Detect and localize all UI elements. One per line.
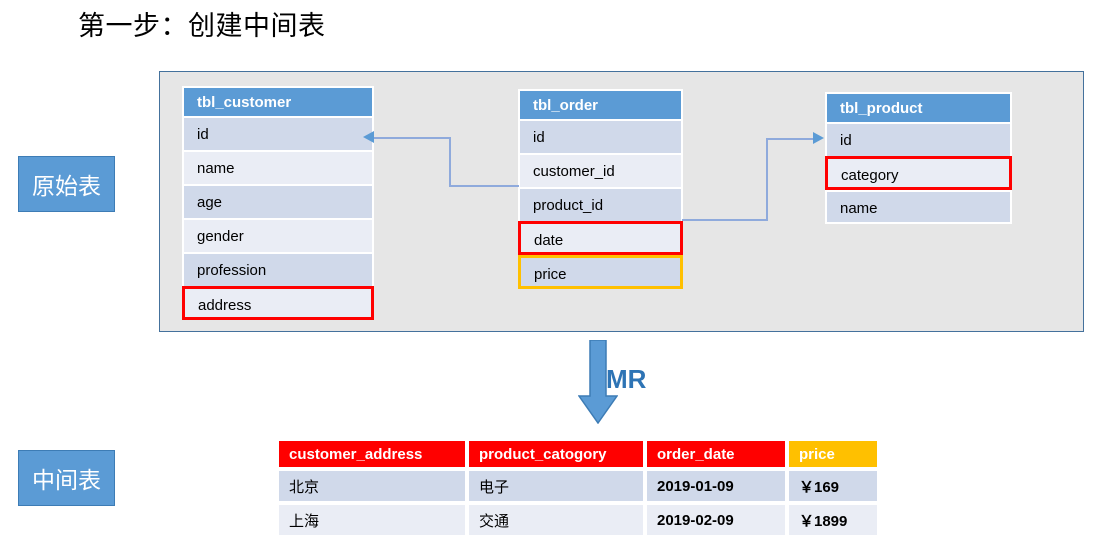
cell-price: ￥169 [787, 469, 879, 503]
field-tbl-order-date[interactable]: date [518, 221, 683, 255]
column-header-product-catogory[interactable]: product_catogory [467, 439, 645, 469]
relation-product-horizontal-top [766, 138, 814, 140]
cell-product-catogory: 电子 [467, 469, 645, 503]
table-row: 上海 交通 2019-02-09 ￥1899 [277, 503, 879, 537]
cell-order-date: 2019-02-09 [645, 503, 787, 537]
source-tables-panel: tbl_customer id name age gender professi… [159, 71, 1084, 332]
stage-label-source: 原始表 [18, 156, 115, 212]
field-tbl-customer-name[interactable]: name [182, 150, 374, 184]
entity-tbl-customer[interactable]: tbl_customer id name age gender professi… [182, 86, 374, 320]
relation-customer-vertical [449, 137, 451, 187]
field-tbl-order-product-id[interactable]: product_id [518, 187, 683, 221]
relation-product-horizontal-bottom [682, 219, 768, 221]
table-header-row: customer_address product_catogory order_… [277, 439, 879, 469]
field-tbl-customer-address[interactable]: address [182, 286, 374, 320]
relation-customer-arrowhead-icon [363, 131, 374, 143]
field-tbl-customer-id[interactable]: id [182, 116, 374, 150]
field-tbl-customer-gender[interactable]: gender [182, 218, 374, 252]
intermediate-result-table: customer_address product_catogory order_… [277, 439, 879, 537]
stage-label-intermediate: 中间表 [18, 450, 115, 506]
column-header-order-date[interactable]: order_date [645, 439, 787, 469]
cell-order-date: 2019-01-09 [645, 469, 787, 503]
field-tbl-product-id[interactable]: id [825, 122, 1012, 156]
cell-customer-address: 上海 [277, 503, 467, 537]
field-tbl-order-id[interactable]: id [518, 119, 683, 153]
entity-title-tbl-product: tbl_product [825, 92, 1012, 122]
field-tbl-order-customer-id[interactable]: customer_id [518, 153, 683, 187]
field-tbl-customer-age[interactable]: age [182, 184, 374, 218]
cell-customer-address: 北京 [277, 469, 467, 503]
relation-customer-horizontal-top [373, 137, 451, 139]
relation-product-arrowhead-icon [813, 132, 824, 144]
field-tbl-product-name[interactable]: name [825, 190, 1012, 224]
field-tbl-customer-profession[interactable]: profession [182, 252, 374, 286]
page-title: 第一步：创建中间表 [78, 11, 326, 41]
table-row: 北京 电子 2019-01-09 ￥169 [277, 469, 879, 503]
stage-label-source-text: 原始表 [32, 173, 101, 199]
entity-tbl-order[interactable]: tbl_order id customer_id product_id date… [518, 89, 683, 289]
cell-product-catogory: 交通 [467, 503, 645, 537]
relation-product-vertical [766, 138, 768, 221]
stage-label-intermediate-text: 中间表 [32, 467, 101, 493]
entity-tbl-product[interactable]: tbl_product id category name [825, 92, 1012, 224]
relation-customer-horizontal-bottom [449, 185, 519, 187]
mapreduce-label: MR [606, 364, 647, 394]
field-tbl-order-price[interactable]: price [518, 255, 683, 289]
cell-price: ￥1899 [787, 503, 879, 537]
mapreduce-down-arrow-icon [578, 340, 618, 424]
column-header-customer-address[interactable]: customer_address [277, 439, 467, 469]
column-header-price[interactable]: price [787, 439, 879, 469]
field-tbl-product-category[interactable]: category [825, 156, 1012, 190]
entity-title-tbl-order: tbl_order [518, 89, 683, 119]
entity-title-tbl-customer: tbl_customer [182, 86, 374, 116]
